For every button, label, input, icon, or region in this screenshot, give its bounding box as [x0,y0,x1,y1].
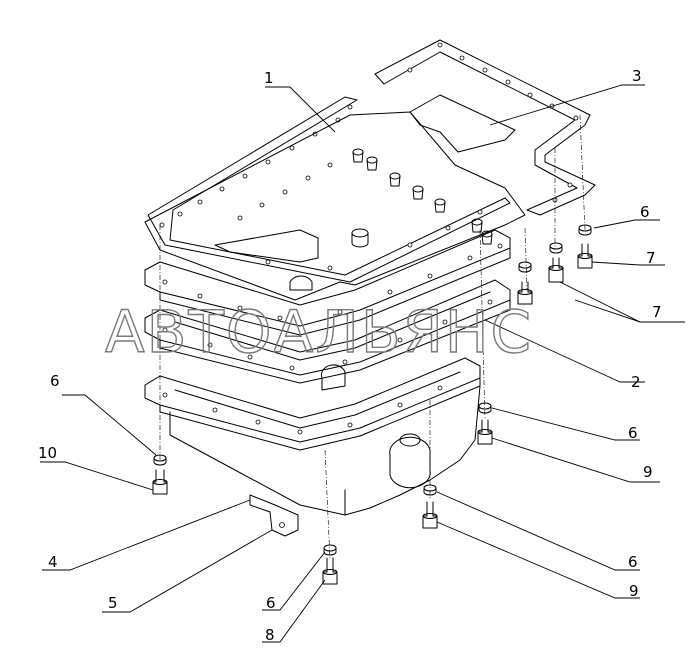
bolt-upper-a [517,261,533,305]
callout-6-upper-right: 6 [640,203,650,221]
callout-3: 3 [632,67,642,85]
callout-leader-lines [40,84,685,643]
washers-and-bolts [152,224,593,585]
callout-5: 5 [108,594,118,612]
watermark-text: АВТОАЛЬЯНС [105,298,533,366]
callout-labels: 1 2 3 4 5 6 6 6 6 6 7 7 8 9 9 10 [38,67,662,644]
callout-9-lower: 9 [629,582,639,600]
callout-2: 2 [631,373,641,391]
upper-gasket-holes [159,42,579,228]
callout-7-upper: 7 [646,249,656,267]
callout-6-bottom: 6 [266,594,276,612]
callout-7-lower: 7 [652,303,662,321]
upper-cover-bosses [352,148,493,245]
bolt-upper-b [548,242,564,283]
callout-10: 10 [38,444,57,462]
bolt-right-lower [422,484,438,529]
upper-cover-plate [144,94,526,301]
bolt-bottom [322,544,338,585]
callout-4: 4 [48,553,58,571]
bolt-left [152,454,168,495]
callout-6-left: 6 [50,372,60,390]
callout-6-middle-right: 6 [628,424,638,442]
callout-9-middle: 9 [643,463,653,481]
oil-pan-body [144,357,481,537]
upper-gasket [147,39,596,283]
assembly-center-lines [159,114,586,561]
callout-1: 1 [264,69,274,87]
bolt-upper-c [577,224,593,269]
callout-8: 8 [265,626,275,644]
callout-6-lower-right: 6 [628,553,638,571]
bolt-right-middle [477,402,493,445]
